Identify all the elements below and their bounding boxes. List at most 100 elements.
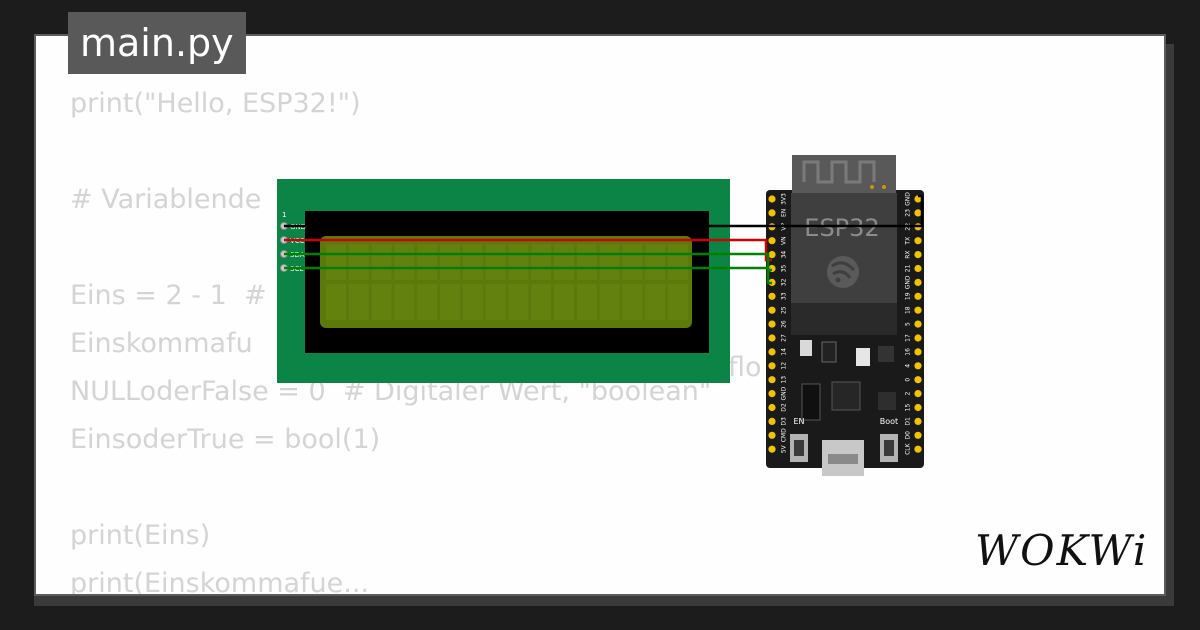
lcd-char-cell [371,284,392,320]
lcd-char-cell [554,284,574,320]
lcd-char-cell [485,284,506,320]
lcd-char-cell [645,244,666,280]
antenna-trace-icon [802,160,876,184]
esp32-pin-label: 14 [781,348,788,356]
file-tab-main-py[interactable]: main.py [68,12,246,74]
esp32-pin [768,292,776,300]
lcd-pin-1-label: 1 [282,211,286,219]
lcd-char-cell [622,244,643,280]
frame-shadow-right [1166,44,1174,604]
esp32-pin-label: 12 [781,362,788,370]
esp32-pin-label: 4 [905,364,912,368]
esp32-pin [768,390,776,398]
boot-button-cap [884,440,894,456]
esp32-pin-label: 26 [781,320,788,328]
lcd-char-cell [554,244,574,280]
code-line: EinsoderTrue = bool(1) [70,424,381,455]
code-line: print(Eins) [70,520,211,551]
en-label: EN [793,417,804,426]
wire-scl [284,266,772,285]
esp32-pin [768,348,776,356]
esp32-pin-label: D2 [781,403,788,412]
esp32-pin-label: 3V3 [781,193,788,205]
wire-gnd [284,194,924,228]
smd-component [878,392,896,410]
smd-component [800,340,812,356]
esp32-pin-label: VN [781,236,788,245]
esp32-pin-label: 15 [905,404,912,412]
esp32-pin [914,264,922,273]
lcd-char-cell [462,284,483,320]
esp32-pin [768,237,776,245]
antenna-pad [870,185,874,189]
esp32-pin [914,251,922,259]
lcd-char-cell [371,244,392,280]
smd-component [856,348,870,366]
code-line: print(Einskommafue... [70,568,370,596]
esp32-pin [768,334,776,342]
esp32-pin [914,334,922,342]
esp32-pin-label: D0 [905,431,912,440]
antenna-pad [882,185,886,189]
esp32-pin-label: RX [905,250,912,258]
esp32-pin-label: CLK [905,442,912,455]
code-line: Eins = 2 - 1 # [70,280,267,311]
esp32-pin [768,417,776,425]
esp32-pin-label: GND [781,386,788,400]
esp32-pin [914,445,922,453]
esp32-pin [768,362,776,370]
esp32-pin-label: 21 [905,265,912,273]
usb-port-opening [828,454,858,464]
esp32-pin [914,417,922,425]
lcd-char-cell [599,284,620,320]
esp32-pin [914,348,922,356]
lcd-char-cell [417,244,438,280]
lcd-char-cell [531,284,552,320]
transistor [878,346,894,362]
esp32-label: ESP32 [804,214,879,242]
esp32-pin-label: GND [905,275,912,289]
esp32-pin-label: 0 [905,378,912,382]
esp32-pin-label: 5 [905,322,912,326]
esp32-pin-label: 27 [781,334,788,342]
esp32-pin-label: 13 [781,376,788,384]
esp32-pin-label: 34 [781,251,788,259]
esp32-pin [768,306,776,314]
esp32-pin [914,320,922,328]
esp32-pin-label: EN [781,209,788,217]
esp32-pin-label: 33 [781,292,788,300]
espressif-logo-icon [827,256,859,288]
lcd-char-cell [668,244,688,280]
esp32-pin-headers: 3V3ENVPVN34353233252627141213GNDD2D3CMD5… [768,192,922,455]
lcd-char-cell [326,244,346,280]
esp32-pin-label: 19 [905,292,912,300]
esp32-pin [914,292,922,300]
boot-label: Boot [880,417,898,426]
lcd-char-cell [394,284,415,320]
lcd-char-cell [417,284,438,320]
lcd-char-cell [326,284,346,320]
lcd-char-cell [622,284,643,320]
en-button-cap [794,440,804,456]
lcd-char-cell [485,244,506,280]
lcd-char-cell [440,244,460,280]
lcd-char-cell [576,284,597,320]
esp32-pin [914,431,922,439]
esp32-module-base [791,303,897,335]
esp32-pin [768,320,776,328]
esp32-pin-label: 17 [905,334,912,342]
lcd-char-cell [508,284,529,320]
lcd-char-cell [508,244,529,280]
lcd-char-cell [599,244,620,280]
esp32-pin [768,376,776,384]
esp32-pin [914,403,922,412]
lcd-char-cell [394,244,415,280]
esp32-module-shield [791,193,897,305]
esp32-board[interactable]: ESP32 EN Boot 3V3ENVPVN34353233252627141… [766,155,924,476]
esp32-pin-label: TX [905,237,912,246]
esp32-pin-label: D3 [781,417,788,426]
lcd-char-cell [531,244,552,280]
esp32-pin [768,445,776,453]
code-line: # Variablende [70,184,262,215]
